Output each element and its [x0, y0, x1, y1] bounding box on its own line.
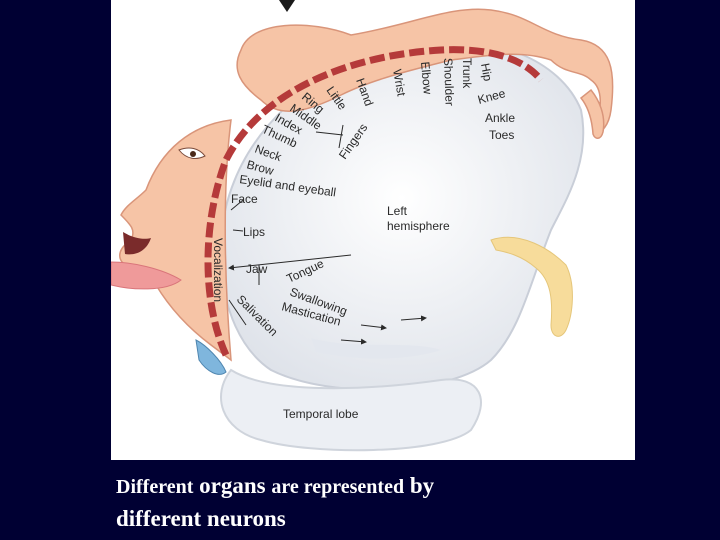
label-left-hemisphere-line1: Left [387, 204, 408, 218]
label-trunk: Trunk [460, 58, 474, 89]
label-elbow: Elbow [418, 61, 435, 95]
label-vocalization: Vocalization [211, 238, 225, 302]
label-toes: Toes [489, 128, 514, 142]
label-ankle: Ankle [485, 111, 515, 125]
label-lips: Lips [243, 225, 265, 239]
label-shoulder: Shoulder [441, 58, 457, 107]
homunculus-figure: Hand Wrist Elbow Shoulder Trunk Hip Knee… [111, 0, 635, 460]
slide-caption: Different organs are represented by diff… [116, 470, 676, 534]
caption-word-are-represented: are represented [271, 476, 404, 498]
caption-word-by: by [410, 473, 434, 498]
caption-line2: different neurons [116, 506, 286, 531]
caption-word-different: Different [116, 476, 193, 498]
top-arrow-icon [279, 0, 295, 12]
caption-word-organs: organs [199, 473, 265, 498]
motor-homunculus-diagram: Hand Wrist Elbow Shoulder Trunk Hip Knee… [111, 0, 635, 460]
label-face: Face [231, 192, 258, 206]
label-temporal-lobe: Temporal lobe [283, 407, 359, 421]
label-left-hemisphere-line2: hemisphere [387, 219, 450, 233]
